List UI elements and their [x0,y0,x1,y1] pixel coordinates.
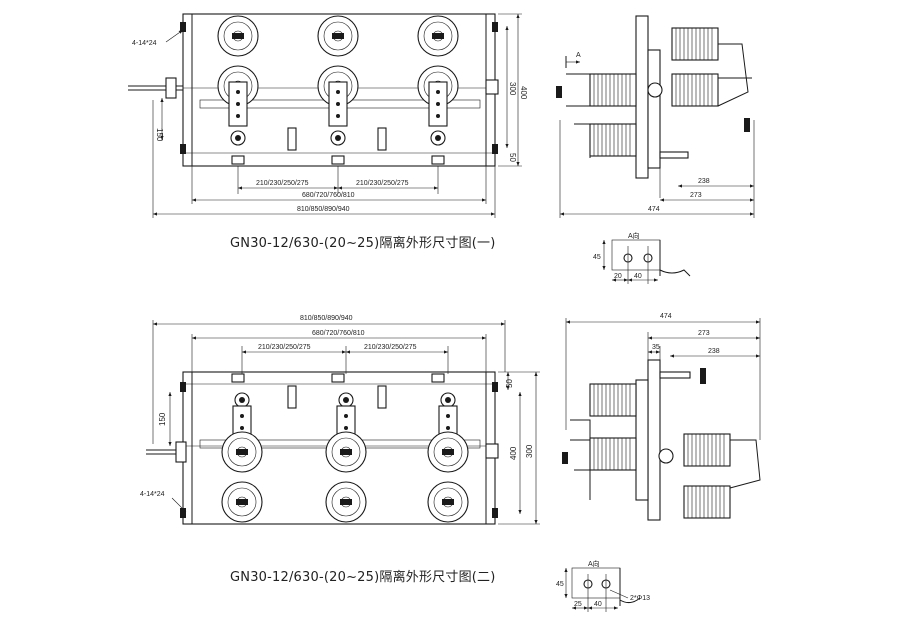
insulator-mid-5 [325,431,367,473]
insulator-side-1a [589,73,637,107]
blade-3 [428,81,448,127]
section-a-label: A [576,52,581,59]
mounting-plate-1 [635,15,649,179]
dim-50-2: 50 [505,379,514,388]
dim-273-1: 273 [690,192,702,199]
insulator-bottom-4 [221,481,263,523]
mounting-hole [180,144,186,154]
mounting-hole [180,508,186,518]
mounting-plate-2 [647,359,661,521]
insulator-bottom-5 [325,481,367,523]
caption-drawing-1: GN30-12/630-(20~25)隔离外形尺寸图(一) [230,236,496,251]
dim-400-2: 400 [509,446,518,460]
dim-mount-2: 680/720/760/810 [312,330,365,337]
dim-300-2: 300 [525,444,534,458]
mounting-hole [492,382,498,392]
front-view-2: 4-14*24 150 300 400 50 810/850/890/940 6… [140,315,540,525]
dim-pitch-2a: 210/230/250/275 [258,344,311,351]
insulator-bottom-6 [427,481,469,523]
operating-shaft-1 [165,77,177,99]
dim-50-1: 50 [508,153,517,162]
detail-a-label-2: A向 [588,559,600,568]
holes-label-2: 4-14*24 [140,491,165,498]
dim-238-2: 238 [708,348,720,355]
detail-2-25: 25 [574,601,582,608]
detail-2-45: 45 [556,581,564,588]
insulator-mid-4 [221,431,263,473]
dim-total-1: 810/850/890/940 [297,206,350,213]
dim-474-2: 474 [660,313,672,320]
detail-2-holes: 2*Φ13 [630,595,650,602]
detail-a-view-2: A向 45 25 40 2*Φ13 [556,559,650,612]
detail-a-label-1: A向 [628,231,640,240]
detail-1-40: 40 [634,273,642,280]
insulator-top-1 [217,15,259,57]
insulator-side-2a [589,383,637,417]
dim-273-2: 273 [698,330,710,337]
insulator-side-2b [589,437,637,471]
dim-mount-1: 680/720/760/810 [302,192,355,199]
dim-pitch-1b: 210/230/250/275 [356,180,409,187]
mounting-hole [492,22,498,32]
insulator-top-3 [417,15,459,57]
insulator-side-2d [683,485,731,519]
side-view-1: A 238 273 474 [556,15,755,218]
caption-drawing-2: GN30-12/630-(20~25)隔离外形尺寸图(二) [230,570,496,585]
dim-35-2: 35 [652,344,660,351]
insulator-side-1c [671,73,719,107]
mounting-hole [492,144,498,154]
insulator-top-2 [317,15,359,57]
detail-a-view-1: A向 45 20 40 [593,231,691,284]
dim-150-1: 150 [155,128,164,142]
operating-shaft-2 [175,441,187,463]
dim-474-1: 474 [648,206,660,213]
insulator-side-1b [589,123,637,157]
dim-150-2: 150 [158,412,167,426]
dim-pitch-2b: 210/230/250/275 [364,344,417,351]
mounting-hole [180,22,186,32]
dim-total-2: 810/850/890/940 [300,315,353,322]
blade-2 [328,81,348,127]
dim-400-1: 400 [519,86,528,100]
blade-1 [228,81,248,127]
insulator-mid-6 [427,431,469,473]
detail-1-45: 45 [593,254,601,261]
insulator-side-2c [683,433,731,467]
side-view-2: 474 273 35 238 [562,313,761,521]
dim-300-1: 300 [508,82,517,96]
dim-238-1: 238 [698,178,710,185]
insulator-side-1d [671,27,719,61]
front-view-1: 4-14*24 150 400 300 50 210/230/250/275 2… [128,13,528,218]
holes-label-1: 4-14*24 [132,40,157,47]
detail-1-20: 20 [614,273,622,280]
mounting-hole [492,508,498,518]
dim-pitch-1a: 210/230/250/275 [256,180,309,187]
detail-2-40: 40 [594,601,602,608]
mounting-hole [180,382,186,392]
